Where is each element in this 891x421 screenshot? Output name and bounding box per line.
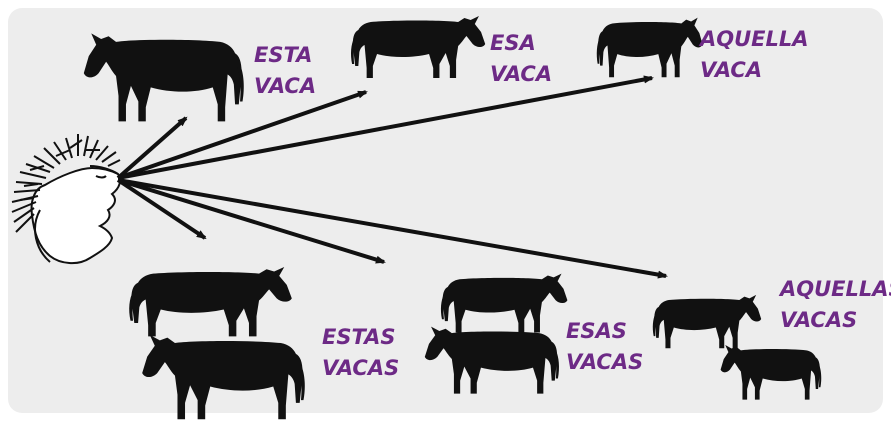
label-line: AQUELLAS: [780, 277, 891, 301]
arrow-icon: [116, 178, 207, 240]
label-line: VACA: [700, 58, 763, 82]
label-esas-vacas: ESAS VACAS: [566, 316, 643, 378]
label-line: ESA: [490, 31, 536, 55]
arrows: [116, 75, 668, 279]
arrow-icon: [117, 178, 386, 264]
label-esa-vaca: ESA VACA: [490, 28, 552, 90]
label-line: VACA: [254, 74, 317, 98]
label-aquellas-vacas: AQUELLAS VACAS: [780, 274, 891, 336]
person-head-icon: [11, 134, 121, 264]
label-line: VACAS: [566, 350, 644, 374]
arrow-icon: [117, 178, 668, 279]
label-line: VACA: [490, 62, 553, 86]
arrow-icon: [117, 75, 654, 180]
label-line: ESTAS: [322, 325, 396, 349]
label-esta-vaca: ESTA VACA: [254, 40, 316, 102]
arrow-icon: [117, 90, 368, 180]
label-aquella-vaca: AQUELLA VACA: [700, 24, 809, 86]
label-line: VACAS: [780, 308, 858, 332]
label-estas-vacas: ESTAS VACAS: [322, 322, 399, 384]
label-line: VACAS: [322, 356, 400, 380]
arrow-icon: [116, 116, 188, 180]
label-line: ESAS: [566, 319, 627, 343]
label-line: AQUELLA: [700, 27, 809, 51]
label-line: ESTA: [254, 43, 313, 67]
